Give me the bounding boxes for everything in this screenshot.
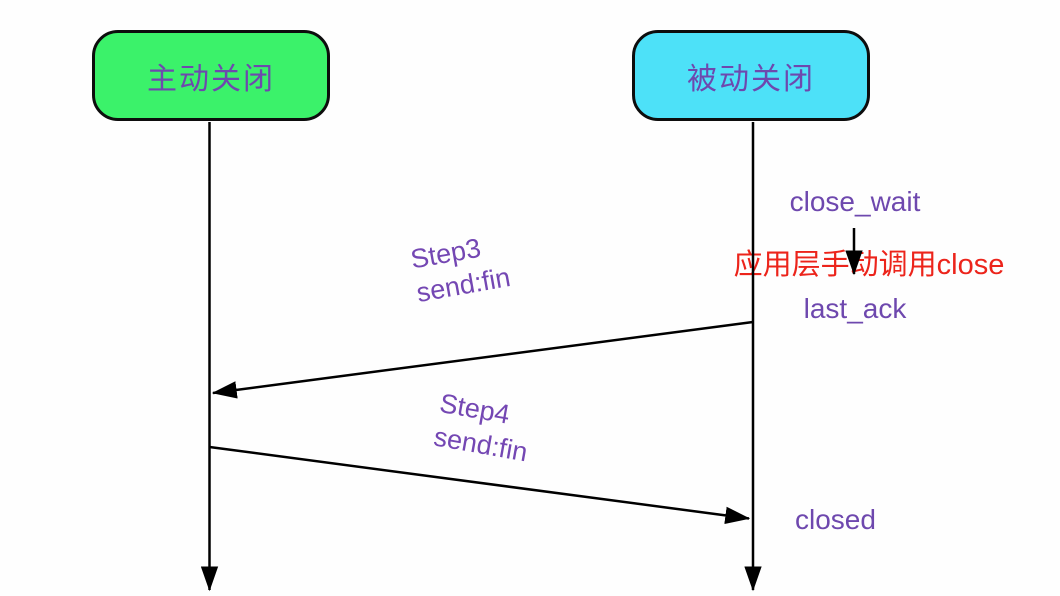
message-label-step4: Step4 send:fin xyxy=(431,386,536,469)
actor-box-passive-close: 被动关闭 xyxy=(632,30,870,121)
state-label-last-ack: last_ack xyxy=(803,293,907,324)
actor-label-active-close: 主动关闭 xyxy=(147,62,275,96)
annotation-app-calls-close: 应用层手动调用close xyxy=(733,249,1005,281)
state-label-close-wait: close_wait xyxy=(789,186,921,217)
message-label-step3: Step3 send:fin xyxy=(408,227,513,310)
state-label-closed: closed xyxy=(795,504,876,535)
actor-box-active-close: 主动关闭 xyxy=(92,30,330,121)
message-arrow-step3-fin xyxy=(211,320,754,399)
actor-label-passive-close: 被动关闭 xyxy=(687,62,815,96)
